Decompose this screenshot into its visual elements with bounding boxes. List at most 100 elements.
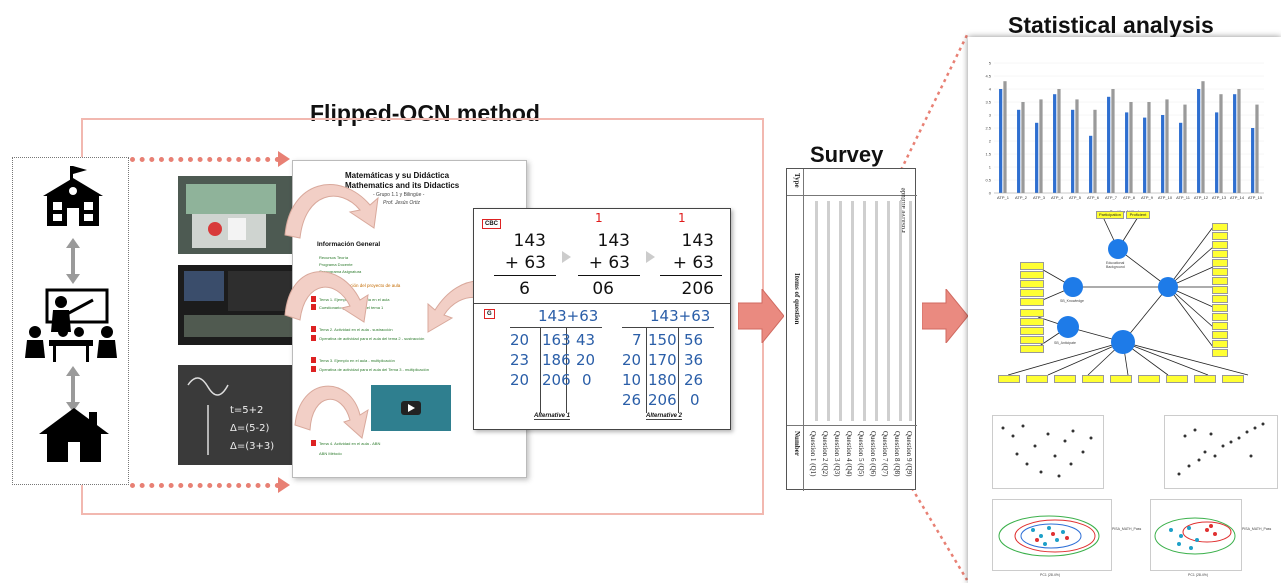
file-icon — [311, 296, 316, 302]
link-6[interactable]: Tema 2. Actividad en el aula - sustracci… — [319, 327, 393, 332]
link-8[interactable]: Tema 3. Ejemplo en el aula - multiplicac… — [319, 358, 395, 363]
x-tick-label: ATP_10 — [1158, 195, 1173, 200]
arrow-head-top — [278, 151, 290, 167]
sem-indicator — [1212, 331, 1228, 339]
survey-header-number: Number — [793, 431, 801, 456]
table1-cell: 163 — [542, 331, 571, 349]
abn-table-2: 143+63 7 150 56 20 170 36 10 180 26 26 2… — [622, 305, 714, 413]
link-10[interactable]: Tema 4. Actividad en el aula - ABN — [319, 441, 381, 446]
bar — [1017, 109, 1021, 193]
sem-node — [1158, 277, 1178, 297]
table2-cell: 26 — [684, 371, 704, 389]
addition-example-panel: CBC 1 1 143 + 63 6 143 + 63 06 143 + 63 … — [473, 208, 731, 430]
y-tick-label: 0.5 — [985, 178, 991, 183]
x-tick-label: ATP_7 — [1105, 195, 1118, 200]
svg-text:t=5+2: t=5+2 — [230, 405, 263, 416]
question-label: Question 2 (Q2) — [821, 431, 829, 477]
y-tick-label: 3.5 — [985, 100, 991, 105]
table1-cell: 20 — [510, 331, 530, 349]
link-11[interactable]: ABN Método — [319, 451, 342, 456]
table2-cell: 36 — [684, 351, 704, 369]
bar — [1255, 104, 1259, 193]
col3-add: + 63 — [672, 253, 714, 273]
play-icon[interactable] — [401, 401, 421, 415]
sem-indicator — [1212, 322, 1228, 330]
sem-indicator — [1212, 340, 1228, 348]
video-thumbnail-2 — [178, 265, 302, 345]
bar — [1147, 102, 1151, 193]
sem-indicator — [1110, 375, 1132, 383]
pca-xlabel-1: PC1 (28.4%) — [1040, 573, 1061, 577]
caption-2: Alternative 2 — [646, 413, 683, 420]
x-tick-label: ATP_15 — [1248, 195, 1263, 200]
sem-left-label-2: SB_Anticipate — [1054, 341, 1076, 345]
video-embed[interactable] — [371, 385, 451, 431]
question-label: Question 1 (Q1) — [809, 431, 817, 477]
bar — [1161, 115, 1165, 193]
bar — [1129, 102, 1133, 193]
pca-plot-4 — [1150, 499, 1242, 571]
x-tick-label: ATP_11 — [1176, 195, 1191, 200]
x-tick-label: ATP_3 — [1033, 195, 1046, 200]
link-0[interactable]: Recursos Teoría — [319, 255, 349, 260]
link-1[interactable]: Programa Docente — [319, 262, 353, 267]
sem-indicator — [1020, 345, 1044, 353]
link-3[interactable]: Guía para la realización del proyecto de… — [311, 283, 401, 288]
bar — [1089, 135, 1093, 193]
svg-text:Δ=(3+3): Δ=(3+3) — [230, 441, 274, 452]
y-tick-label: 2 — [989, 139, 992, 144]
link-9[interactable]: Operativa de actividad para el aula del … — [319, 367, 429, 372]
question-label: Question 6 (Q6) — [869, 431, 877, 477]
x-tick-label: ATP_2 — [1015, 195, 1028, 200]
bar — [1111, 89, 1115, 193]
x-tick-label: ATP_14 — [1230, 195, 1245, 200]
course-title-en: Mathematics and its Didactics — [345, 181, 460, 190]
sem-diagram — [1008, 216, 1249, 376]
sem-center-label: Educational Background — [1106, 261, 1125, 269]
video-thumbnail-3: t=5+2 Δ=(5-2) Δ=(3+3) — [178, 365, 302, 465]
bar — [1251, 128, 1255, 193]
table2-cell: 7 — [632, 331, 642, 349]
bar — [1125, 112, 1129, 193]
bar — [1057, 89, 1061, 193]
course-title-es: Matemáticas y su Didáctica — [345, 171, 450, 180]
caption-1: Alternative 1 — [534, 413, 571, 420]
sem-indicator — [1212, 223, 1228, 231]
step-arrow-icon — [646, 251, 655, 263]
svg-text:Δ=(5-2): Δ=(5-2) — [230, 423, 269, 434]
table1-cell: 0 — [582, 371, 592, 389]
course-grade: - Grupo 1.1 y Bilingüe - — [373, 192, 425, 198]
y-tick-label: 4.5 — [985, 74, 991, 79]
table2-cell: 170 — [648, 351, 677, 369]
link-7[interactable]: Operativa de actividad para el aula del … — [319, 336, 425, 341]
flow-arrow-2 — [922, 289, 968, 343]
sem-tag: Proficient — [1126, 211, 1150, 219]
question-label: Question 4 (Q4) — [845, 431, 853, 477]
table1-cell: 186 — [542, 351, 571, 369]
course-teacher: Prof. Jesús Ortiz — [383, 200, 420, 206]
bar — [1071, 109, 1075, 193]
survey-header-type: Type — [793, 173, 801, 188]
table1-header: 143+63 — [538, 307, 599, 325]
section-heading: Información General — [317, 241, 381, 248]
pca-legend-1: PISA_MATH_Pass — [1112, 527, 1142, 531]
y-tick-label: 0 — [989, 191, 992, 196]
classroom-teacher-icon — [25, 288, 117, 362]
table1-cell: 20 — [510, 371, 530, 389]
sem-indicator — [1222, 375, 1244, 383]
method-title: Flipped-OCN method — [310, 100, 540, 126]
file-icon — [311, 326, 316, 332]
bar — [1143, 117, 1147, 193]
file-icon — [311, 440, 316, 446]
link-2[interactable]: Cronograma Asignatura — [319, 269, 362, 274]
sem-indicator — [1020, 309, 1044, 317]
bar — [1215, 112, 1219, 193]
sem-indicator — [1212, 241, 1228, 249]
col2-top: 143 — [597, 231, 630, 251]
arrow-head-bottom — [278, 477, 290, 493]
bar — [1201, 81, 1205, 193]
bar — [1219, 94, 1223, 193]
bar — [1183, 104, 1187, 193]
